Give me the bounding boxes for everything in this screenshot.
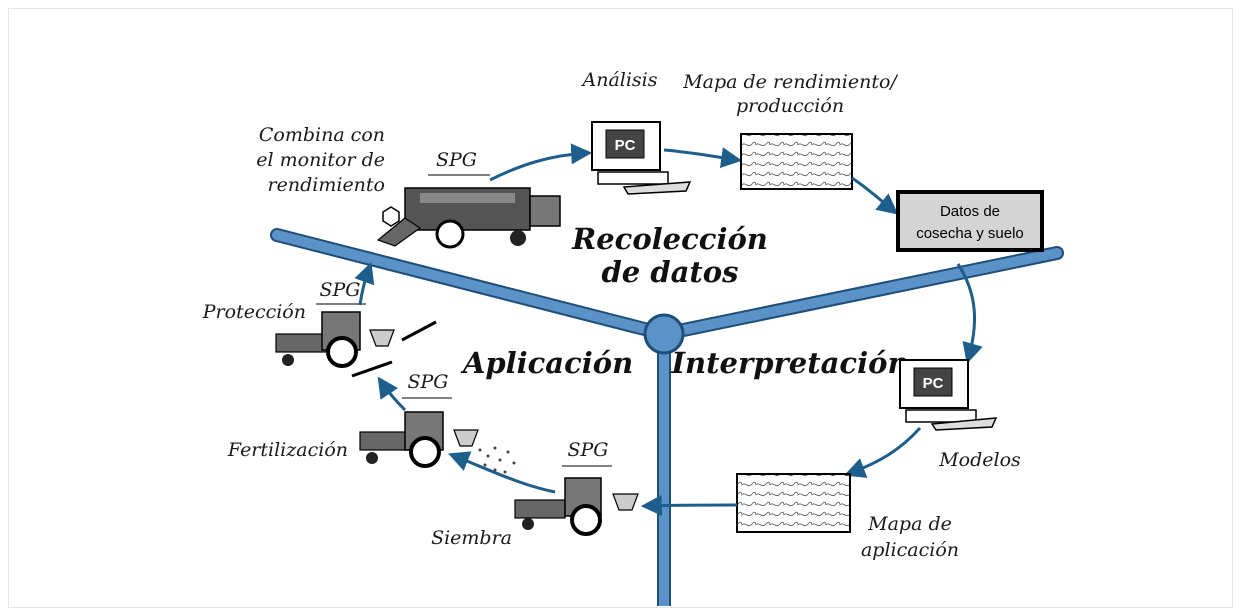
label-yield-map-line2: producción — [736, 95, 844, 117]
y-beam — [270, 228, 1064, 606]
yield-map-icon — [740, 133, 853, 190]
spg-label-sowing: SPG — [568, 439, 609, 461]
label-analysis: Análisis — [580, 69, 657, 91]
application-map-icon — [736, 473, 851, 533]
section-collection-line2: de datos — [602, 255, 739, 289]
spg-label-protection: SPG — [320, 279, 361, 301]
arrow-combine-to-analysis — [489, 143, 593, 182]
label-models: Modelos — [938, 449, 1021, 471]
arrow-models-to-appmap — [844, 426, 922, 478]
label-protection: Protección — [202, 301, 306, 323]
fertilization-tractor-icon — [359, 411, 516, 474]
arrow-protection-to-collection — [354, 262, 375, 306]
databox-line1: Datos de — [940, 203, 1000, 220]
section-interpretation: Interpretación — [670, 346, 908, 380]
label-combine-line2: el monitor de — [256, 149, 385, 171]
arrow-appmap-to-sowing — [640, 495, 738, 517]
protection-tractor-icon — [275, 311, 437, 378]
analysis-computer-icon: PC — [591, 121, 692, 195]
arrow-sowing-to-fertilization — [448, 451, 556, 494]
label-fertilization: Fertilización — [227, 439, 348, 461]
spg-label-fertilization: SPG — [408, 371, 449, 393]
arrow-fertilization-to-protection — [377, 376, 407, 412]
arrow-analysis-to-yieldmap — [663, 147, 743, 169]
arrow-yieldmap-to-databox — [851, 176, 899, 215]
label-yield-map-line1: Mapa de rendimiento/ — [682, 71, 898, 93]
label-application-map-line1: Mapa de — [867, 513, 952, 535]
hub-circle — [643, 313, 685, 355]
section-collection-line1: Recolección — [571, 222, 768, 256]
label-application-map-line2: aplicación — [861, 539, 959, 561]
section-application: Aplicación — [460, 346, 633, 380]
spg-label-combine: SPG — [436, 149, 477, 171]
label-combine-line1: Combina con — [259, 124, 385, 146]
pc-screen-label-analysis: PC — [615, 137, 636, 154]
arrow-databox-to-models — [956, 263, 983, 365]
label-combine-line3: rendimiento — [268, 174, 385, 196]
models-computer-icon: PC — [899, 359, 998, 431]
label-sowing: Siembra — [431, 527, 512, 549]
sowing-tractor-icon — [514, 477, 639, 536]
pc-screen-label-models: PC — [923, 375, 944, 392]
combine-harvester-icon — [376, 187, 561, 249]
harvest-soil-data-box: Datos de cosecha y suelo — [896, 190, 1044, 252]
databox-line2: cosecha y suelo — [916, 225, 1024, 242]
